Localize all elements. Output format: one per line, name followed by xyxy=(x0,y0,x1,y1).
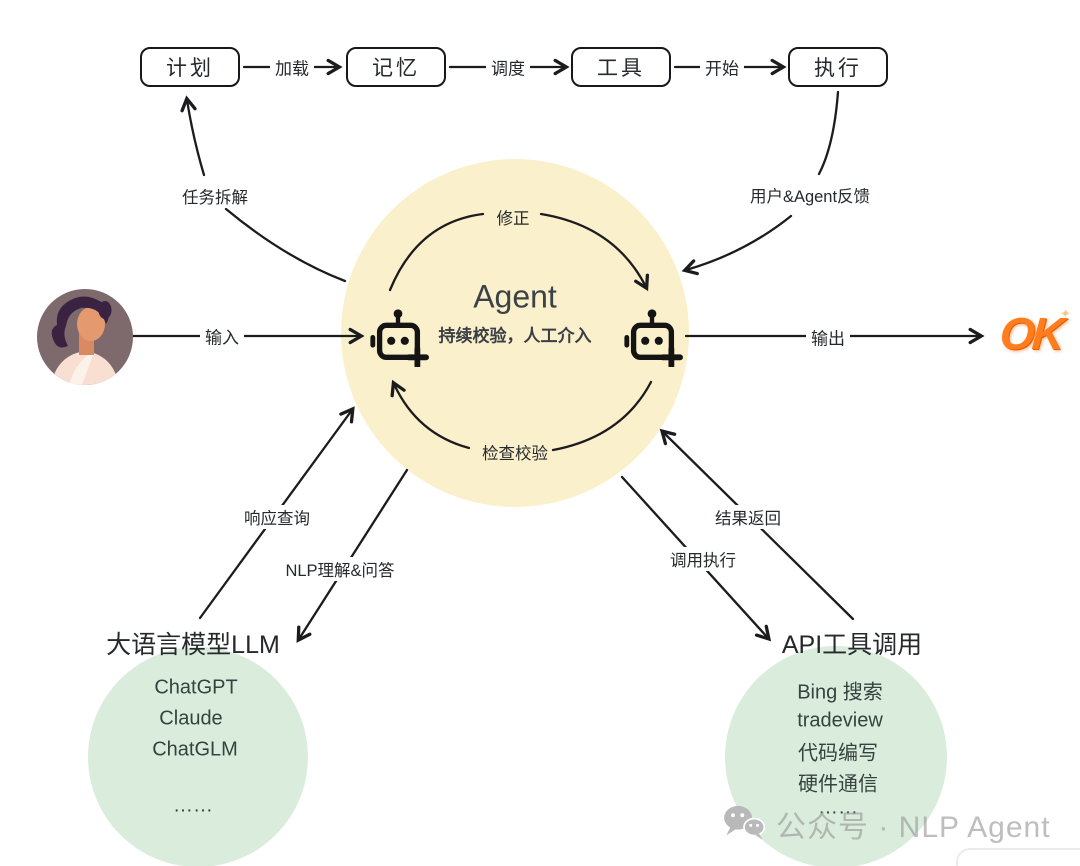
api-item-ellipsis: …… xyxy=(818,796,858,819)
nlp-qa-label: NLP理解&问答 xyxy=(280,557,400,581)
watermark-text: 公众号 · NLP Agent xyxy=(776,811,1051,844)
feedback-label: 用户&Agent反馈 xyxy=(744,183,876,207)
llm-group-circle xyxy=(88,647,308,866)
connector-label-load: 加载 xyxy=(270,54,314,80)
response-query-label: 响应查询 xyxy=(239,505,315,529)
loop-bottom-arc-b xyxy=(390,379,471,450)
api-item: 硬件通信 xyxy=(798,773,878,796)
pipeline-box-execute: 执行 xyxy=(788,47,888,87)
nlp-qa-arrow xyxy=(296,468,409,643)
feedback-curve-b xyxy=(681,214,793,276)
api-item: tradeview xyxy=(797,709,883,732)
llm-item: ChatGPT xyxy=(154,676,238,699)
corner-panel-fragment xyxy=(956,848,1080,866)
llm-item: ChatGLM xyxy=(152,738,238,761)
robot-icon xyxy=(367,305,429,369)
api-item: 代码编写 xyxy=(798,742,878,765)
pipeline-box-tool: 工具 xyxy=(571,47,671,87)
result-return-label: 结果返回 xyxy=(710,505,786,529)
feedback-curve-a xyxy=(817,90,840,176)
input-label: 输入 xyxy=(200,323,244,349)
connector-label-start: 开始 xyxy=(700,54,744,80)
llm-item-ellipsis: …… xyxy=(173,794,213,817)
user-avatar xyxy=(37,289,133,385)
loop-bottom-arc-a xyxy=(551,380,653,452)
loop-top-arc-a xyxy=(388,212,485,292)
pipeline-box-memory: 记忆 xyxy=(346,47,446,87)
task-decompose-curve-b xyxy=(180,95,206,177)
agent-title: Agent xyxy=(473,278,557,315)
loop-top-arc-b xyxy=(539,212,650,292)
agent-subtitle: 持续校验，人工介入 xyxy=(438,326,592,346)
robot-icon xyxy=(621,305,683,369)
task-decompose-curve-a xyxy=(224,207,347,283)
pipeline-box-plan: 计划 xyxy=(140,47,240,87)
wechat-icon xyxy=(722,803,766,846)
llm-group-title: 大语言模型LLM xyxy=(106,631,280,659)
loop-bottom-label: 检查校验 xyxy=(482,445,548,463)
connector-label-schedule: 调度 xyxy=(486,54,530,80)
invoke-exec-label: 调用执行 xyxy=(665,547,741,571)
llm-item: Claude xyxy=(159,707,223,730)
loop-top-label: 修正 xyxy=(496,210,530,228)
task-decompose-label: 任务拆解 xyxy=(177,184,253,208)
output-label: 输出 xyxy=(806,324,850,350)
watermark: 公众号 · NLP Agent xyxy=(722,802,1051,846)
api-item: Bing 搜索 xyxy=(797,681,883,704)
ok-logo: OK xyxy=(998,308,1063,360)
api-group-title: API工具调用 xyxy=(781,631,923,659)
